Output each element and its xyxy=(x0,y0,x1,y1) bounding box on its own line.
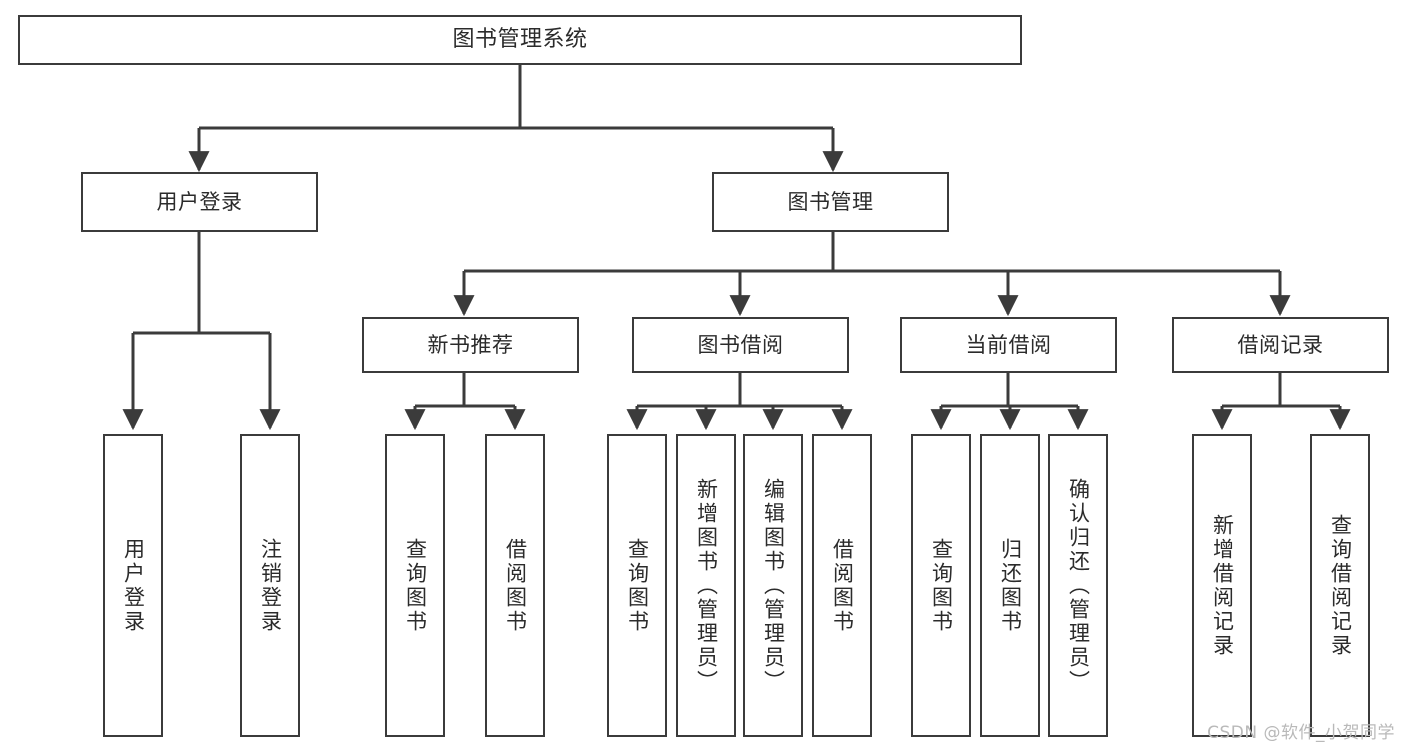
node-label: 查询图书 xyxy=(403,537,428,634)
node-label: 查询图书 xyxy=(929,537,954,634)
node-leaf-add-borrow-record[interactable]: 新增借阅记录 xyxy=(1192,434,1252,737)
node-label: 新增图书（管理员） xyxy=(694,477,719,694)
node-label: 图书管理系统 xyxy=(452,27,588,53)
node-label: 查询借阅记录 xyxy=(1328,513,1353,658)
node-label: 查询图书 xyxy=(625,537,650,634)
node-leaf-query-book-newbook[interactable]: 查询图书 xyxy=(385,434,445,737)
node-leaf-user-login[interactable]: 用户登录 xyxy=(103,434,163,737)
node-leaf-confirm-return-admin[interactable]: 确认归还（管理员） xyxy=(1048,434,1108,737)
node-label: 用户登录 xyxy=(121,537,146,634)
node-label: 新书推荐 xyxy=(427,332,514,357)
node-label: 归还图书 xyxy=(998,537,1023,634)
node-leaf-query-book-current[interactable]: 查询图书 xyxy=(911,434,971,737)
node-new-book-recommend[interactable]: 新书推荐 xyxy=(362,317,579,373)
node-leaf-borrow-book-newbook[interactable]: 借阅图书 xyxy=(485,434,545,737)
csdn-watermark: CSDN @软件_小贺同学 xyxy=(1207,723,1395,743)
node-book-management[interactable]: 图书管理 xyxy=(712,172,949,232)
node-label: 新增借阅记录 xyxy=(1210,513,1235,658)
node-current-borrow[interactable]: 当前借阅 xyxy=(900,317,1117,373)
node-label: 用户登录 xyxy=(156,189,243,214)
node-label: 当前借阅 xyxy=(965,332,1052,357)
node-book-borrow[interactable]: 图书借阅 xyxy=(632,317,849,373)
node-label: 借阅记录 xyxy=(1237,332,1324,357)
node-label: 注销登录 xyxy=(258,537,283,634)
node-leaf-add-book-admin[interactable]: 新增图书（管理员） xyxy=(676,434,736,737)
node-leaf-query-book-borrow[interactable]: 查询图书 xyxy=(607,434,667,737)
node-leaf-borrow-book[interactable]: 借阅图书 xyxy=(812,434,872,737)
node-label: 借阅图书 xyxy=(503,537,528,634)
node-label: 借阅图书 xyxy=(830,537,855,634)
node-user-login[interactable]: 用户登录 xyxy=(81,172,318,232)
node-label: 图书管理 xyxy=(787,189,874,214)
node-leaf-query-borrow-record[interactable]: 查询借阅记录 xyxy=(1310,434,1370,737)
node-borrow-record[interactable]: 借阅记录 xyxy=(1172,317,1389,373)
node-label: 图书借阅 xyxy=(697,332,784,357)
node-label: 确认归还（管理员） xyxy=(1066,477,1091,694)
node-leaf-logout[interactable]: 注销登录 xyxy=(240,434,300,737)
node-leaf-edit-book-admin[interactable]: 编辑图书（管理员） xyxy=(743,434,803,737)
node-leaf-return-book[interactable]: 归还图书 xyxy=(980,434,1040,737)
node-label: 编辑图书（管理员） xyxy=(761,477,786,694)
node-root-book-management-system[interactable]: 图书管理系统 xyxy=(18,15,1022,65)
